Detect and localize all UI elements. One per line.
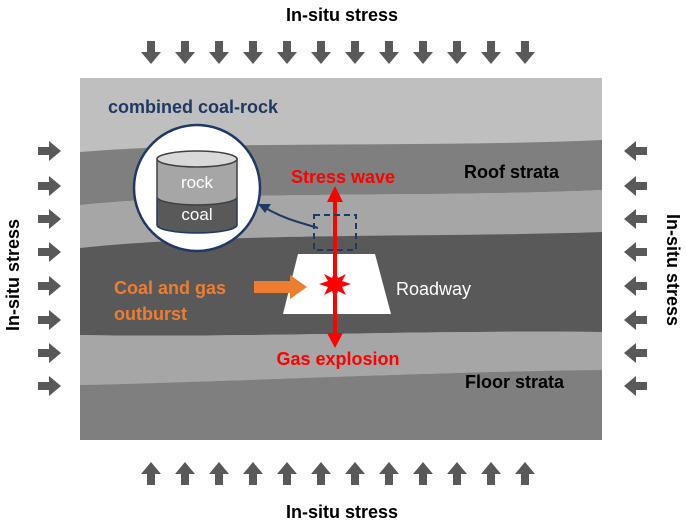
rock-cylinder — [156, 158, 238, 206]
stress-arrow-left — [624, 310, 647, 330]
stress-arrow-right — [38, 276, 61, 296]
coal-cylinder — [157, 197, 237, 233]
stress-arrow-down — [515, 41, 535, 64]
stress-arrow-right — [38, 376, 61, 396]
stress-arrow-up — [243, 462, 263, 485]
left-stress-label: In-situ stress — [3, 219, 23, 331]
stress-arrow-up — [311, 462, 331, 485]
stress-arrow-up — [209, 462, 229, 485]
rock-top — [156, 150, 238, 168]
outburst-label-line1: Coal and gas — [114, 278, 226, 298]
combined-coal-rock-label: combined coal-rock — [108, 97, 279, 117]
stress-wave-arrowhead — [327, 186, 343, 202]
stress-arrow-down — [141, 41, 161, 64]
stress-arrow-left — [624, 376, 647, 396]
top-stress-arrows — [141, 41, 535, 64]
stress-arrow-right — [38, 310, 61, 330]
outburst-arrow — [254, 275, 307, 299]
connector-arrowhead — [258, 204, 271, 213]
stress-arrow-up — [481, 462, 501, 485]
stress-arrow-down — [447, 41, 467, 64]
stress-arrow-up — [345, 462, 365, 485]
stress-arrow-right — [38, 209, 61, 229]
stress-arrow-up — [515, 462, 535, 485]
left-stress-arrows — [38, 141, 61, 396]
bottom-stress-arrows — [141, 462, 535, 485]
stress-arrow-right — [38, 141, 61, 161]
stress-arrow-left — [624, 276, 647, 296]
gas-explosion-arrowhead — [327, 333, 343, 348]
explosion-star-icon — [319, 270, 351, 300]
stress-arrow-down — [345, 41, 365, 64]
stress-arrow-down — [311, 41, 331, 64]
outburst-label-line2: outburst — [114, 304, 187, 324]
stress-arrow-up — [277, 462, 297, 485]
stress-arrow-down — [277, 41, 297, 64]
rock-label: rock — [181, 173, 214, 192]
coal-rock-zoom: rock coal — [132, 123, 262, 253]
floor-strata-label: Floor strata — [465, 372, 565, 392]
top-stress-label: In-situ stress — [286, 5, 398, 25]
gas-explosion-label: Gas explosion — [276, 349, 399, 369]
stress-arrow-left — [624, 343, 647, 363]
stress-arrow-left — [624, 242, 647, 262]
stress-arrow-up — [447, 462, 467, 485]
stress-arrow-down — [379, 41, 399, 64]
stress-arrow-up — [141, 462, 161, 485]
stress-arrow-right — [38, 343, 61, 363]
stress-arrow-left — [624, 209, 647, 229]
coal-outline — [156, 197, 238, 234]
roadway-label: Roadway — [396, 279, 471, 299]
stress-arrow-down — [175, 41, 195, 64]
stress-arrow-up — [379, 462, 399, 485]
stress-arrow-left — [624, 141, 647, 161]
stress-arrow-down — [413, 41, 433, 64]
stress-arrow-down — [481, 41, 501, 64]
stress-arrow-up — [413, 462, 433, 485]
stratum-floor-dark — [80, 370, 602, 440]
stress-arrow-right — [38, 176, 61, 196]
stress-arrow-down — [209, 41, 229, 64]
coal-label: coal — [181, 205, 212, 224]
bottom-stress-label: In-situ stress — [286, 502, 398, 522]
dashed-zoom-box — [313, 214, 357, 251]
stratum-floor-light — [80, 331, 602, 385]
stress-arrow-right — [38, 242, 61, 262]
stress-arrow-down — [243, 41, 263, 64]
stress-arrow-left — [624, 176, 647, 196]
right-stress-arrows — [624, 141, 647, 396]
stress-wave-label: Stress wave — [291, 167, 395, 187]
roof-strata-label: Roof strata — [464, 162, 560, 182]
right-stress-label: In-situ stress — [663, 214, 683, 326]
stress-arrow-up — [175, 462, 195, 485]
